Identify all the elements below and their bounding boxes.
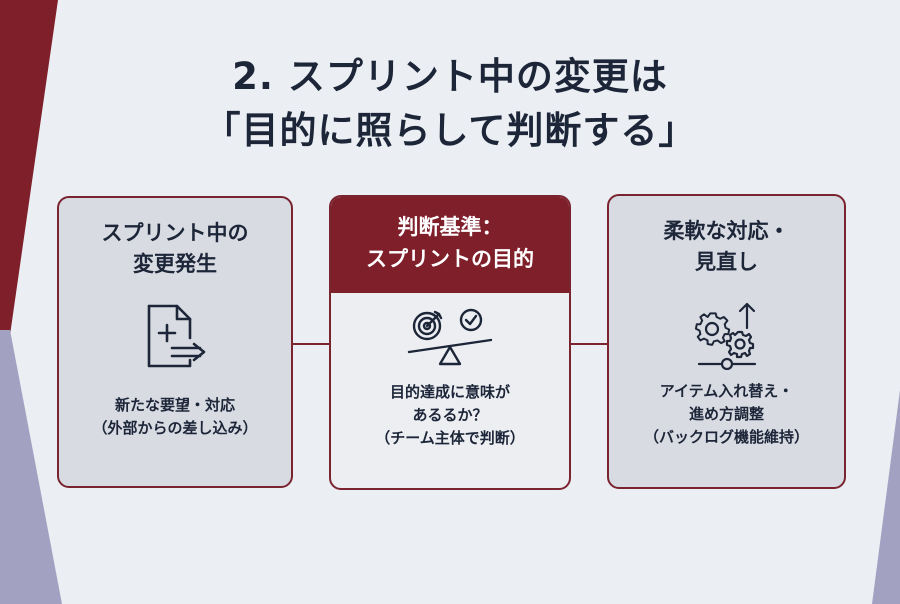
card-flexible-response: 柔軟な対応・ 見直し アイテム入れ替え・ 進め方調整 （バックログ機能維持） bbox=[607, 194, 846, 489]
right-lavender-band bbox=[872, 390, 900, 604]
card-title-line: 判断基準： bbox=[397, 215, 503, 239]
card-title-line: スプリント中の bbox=[101, 221, 249, 245]
card-title-line: スプリントの目的 bbox=[366, 247, 534, 271]
card-desc-line: 新たな要望・対応 bbox=[114, 396, 235, 414]
card-decision-criteria: 判断基準： スプリントの目的 目的達成に意味が あるるか？ （チーム主体で判断） bbox=[329, 195, 571, 490]
title-line-2: 「目的に照らして判断する」 bbox=[203, 109, 697, 152]
card-desc-line: （バックログ機能維持） bbox=[643, 428, 809, 446]
card-title-line: 柔軟な対応・ bbox=[663, 219, 790, 243]
target-balance-check-icon bbox=[407, 308, 493, 366]
card-desc-line: （外部からの差し込み） bbox=[92, 419, 258, 437]
card-desc-line: 進め方調整 bbox=[688, 405, 764, 423]
gears-arrow-slider-icon bbox=[694, 302, 756, 370]
card-desc-line: 目的達成に意味が bbox=[389, 383, 510, 401]
card-header: 判断基準： スプリントの目的 bbox=[331, 197, 569, 293]
connector-left-mid bbox=[293, 343, 329, 345]
card-desc-line: アイテム入れ替え・ bbox=[659, 382, 794, 400]
card-title: 柔軟な対応・ 見直し bbox=[609, 216, 844, 278]
page-title: 2. スプリント中の変更は 「目的に照らして判断する」 bbox=[0, 50, 900, 158]
title-line-1: 2. スプリント中の変更は bbox=[232, 55, 668, 98]
connector-mid-right bbox=[571, 343, 607, 345]
left-lavender-band bbox=[0, 330, 62, 604]
card-title: スプリント中の 変更発生 bbox=[59, 218, 291, 280]
left-red-band bbox=[0, 0, 58, 370]
card-description: アイテム入れ替え・ 進め方調整 （バックログ機能維持） bbox=[609, 380, 844, 449]
card-title-line: 変更発生 bbox=[133, 252, 217, 276]
card-change-occurrence: スプリント中の 変更発生 新たな要望・対応 （外部からの差し込み） bbox=[57, 196, 293, 488]
card-description: 新たな要望・対応 （外部からの差し込み） bbox=[59, 394, 291, 440]
document-add-arrow-icon bbox=[147, 304, 206, 368]
card-desc-line: （チーム主体で判断） bbox=[375, 429, 525, 447]
card-title-line: 見直し bbox=[695, 250, 758, 274]
card-description: 目的達成に意味が あるるか？ （チーム主体で判断） bbox=[331, 381, 569, 450]
card-desc-line: あるるか？ bbox=[412, 406, 488, 424]
